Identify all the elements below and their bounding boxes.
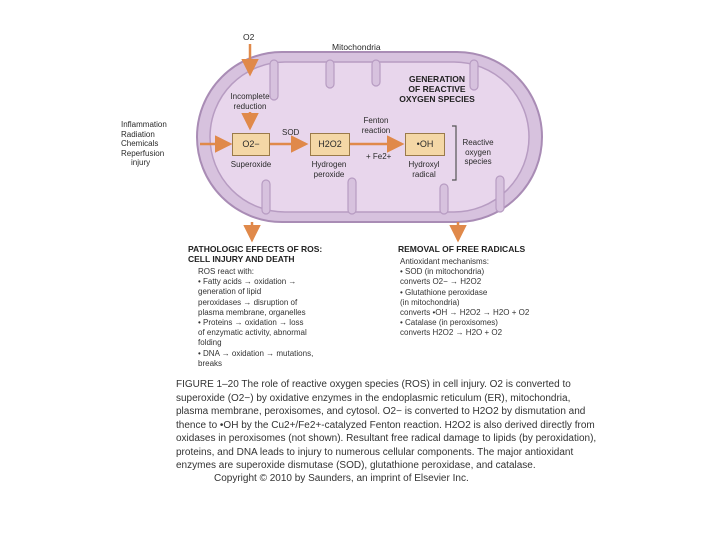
ros-label: Reactive oxygen species xyxy=(462,138,494,166)
hydroxyl-label: Hydroxyl radical xyxy=(408,160,440,179)
generation-title: GENERATION OF REACTIVE OXYGEN SPECIES xyxy=(399,74,475,104)
superoxide-box: O2− xyxy=(232,133,270,156)
removal-title: REMOVAL OF FREE RADICALS xyxy=(398,244,526,254)
cristae-bottom xyxy=(261,175,505,215)
removal-list: Antioxidant mechanisms: • SOD (in mitoch… xyxy=(400,257,530,338)
hydrogen-peroxide-label: Hydrogen peroxide xyxy=(311,160,347,179)
causes-list: Inflammation Radiation Chemicals Reperfu… xyxy=(121,120,167,167)
cristae-top xyxy=(269,59,479,101)
removal-panel: REMOVAL OF FREE RADICALS Antioxidant mec… xyxy=(398,244,598,339)
pathologic-title: PATHOLOGIC EFFECTS OF ROS: CELL INJURY A… xyxy=(188,244,323,264)
sod-label: SOD xyxy=(282,128,300,137)
fe-label: + Fe2+ xyxy=(366,152,392,161)
h2o2-box: H2O2 xyxy=(310,133,350,156)
ros-bracket xyxy=(452,125,457,181)
pathologic-list: ROS react with: • Fatty acids → oxidatio… xyxy=(198,267,314,368)
superoxide-label: Superoxide xyxy=(230,160,272,169)
fenton-label: Fenton reaction xyxy=(361,116,391,135)
mitochondrion-inner xyxy=(209,61,530,213)
hydroxyl-box: •OH xyxy=(405,133,445,156)
o2-label: O2 xyxy=(243,32,255,42)
copyright: Copyright © 2010 by Saunders, an imprint… xyxy=(214,473,469,484)
pathologic-effects-panel: PATHOLOGIC EFFECTS OF ROS: CELL INJURY A… xyxy=(188,244,378,369)
incomplete-reduction-label: Incomplete reduction xyxy=(230,92,270,111)
figure-caption: FIGURE 1–20 The role of reactive oxygen … xyxy=(176,379,597,471)
mitochondria-label: Mitochondria xyxy=(332,42,381,52)
